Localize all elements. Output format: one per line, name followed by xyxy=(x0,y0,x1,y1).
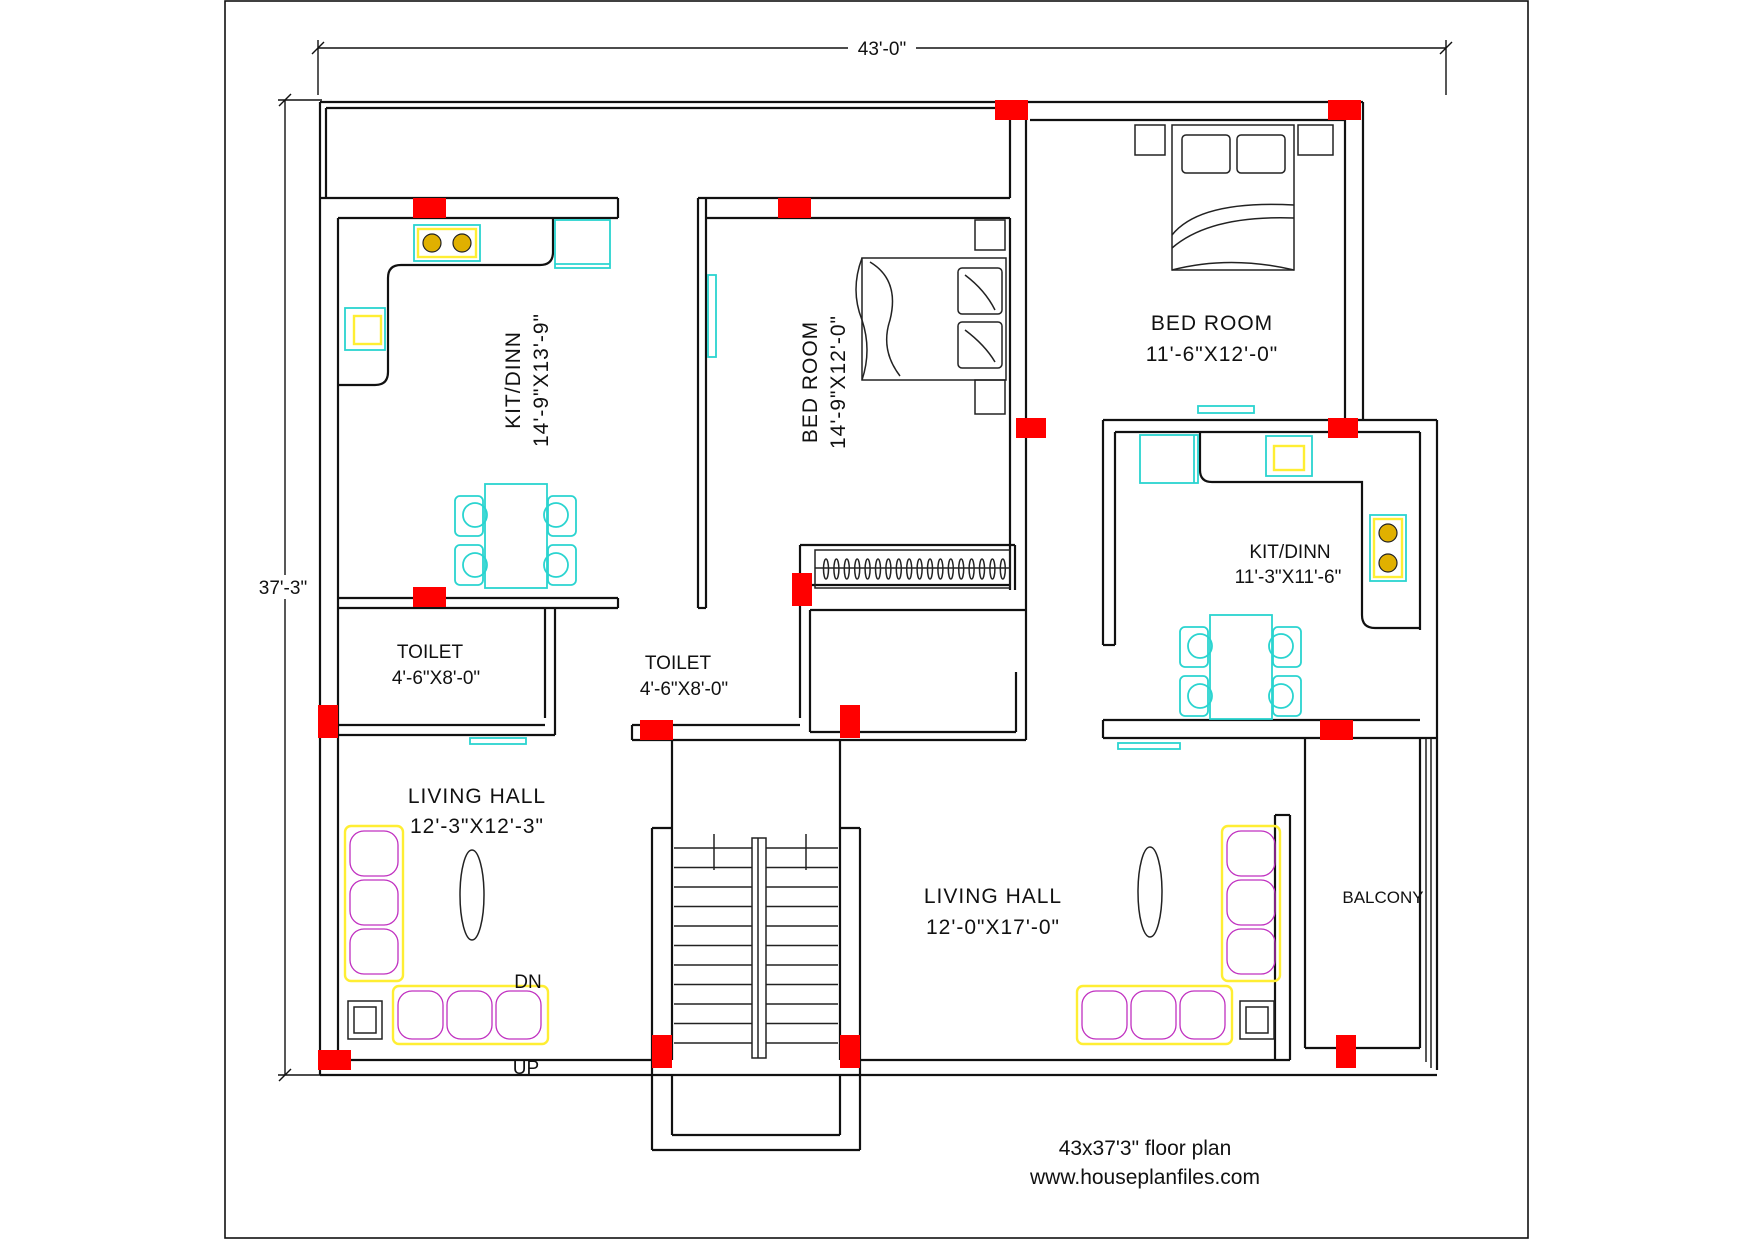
hanger xyxy=(978,558,986,580)
outer-walls xyxy=(318,100,1439,1077)
staircase xyxy=(674,834,838,1059)
hanger xyxy=(989,558,996,580)
room-size-kit-dinn-2: 11'-3"X11'-6" xyxy=(1235,567,1342,588)
stair-up-label: UP xyxy=(513,1058,539,1079)
hanger xyxy=(937,558,944,580)
dimension-width-label: 43'-0" xyxy=(858,39,906,60)
hanger xyxy=(864,558,871,580)
hanger xyxy=(947,558,955,580)
room-name-living-hall-1: LIVING HALL xyxy=(408,785,546,808)
hanger xyxy=(833,558,840,580)
bed-2-icon xyxy=(1134,124,1334,271)
stair-down-label: DN xyxy=(514,972,541,993)
side-table-1-icon xyxy=(347,1000,383,1040)
room-label-kit-dinn-1: KIT/DINN 14'-9"X13'-9" xyxy=(502,313,553,447)
stove-icon xyxy=(413,224,481,262)
window-marks xyxy=(469,274,1255,750)
fridge-2-icon xyxy=(1139,434,1199,484)
hanger xyxy=(916,558,923,580)
dimension-depth-label: 37'-3" xyxy=(259,578,307,599)
room-name: KIT/DINN xyxy=(502,331,525,429)
hanger xyxy=(905,558,913,580)
hanger xyxy=(885,558,892,580)
hanger xyxy=(926,558,934,580)
room-name-bed-room-2: BED ROOM xyxy=(1151,312,1273,335)
room-label-bed-room-1: BED ROOM 14'-9"X12'-0" xyxy=(799,315,850,449)
room-name: BED ROOM xyxy=(799,321,822,443)
sheet-border xyxy=(224,0,1529,1239)
side-table-2-icon xyxy=(1239,1000,1275,1040)
room-size: 14'-9"X13'-9" xyxy=(530,313,553,447)
hanger xyxy=(853,558,861,580)
bed-1-icon xyxy=(855,219,1007,415)
dining-table-icon xyxy=(454,483,577,589)
hanger xyxy=(895,558,903,580)
stove-2-icon xyxy=(1369,514,1407,582)
coffee-table-2-icon xyxy=(1137,846,1163,938)
plan-caption: 43x37'3" floor plan xyxy=(1059,1137,1232,1160)
coffee-table-1-icon xyxy=(459,849,485,941)
dining-table-2-icon xyxy=(1179,614,1302,720)
kitchen-1-counter xyxy=(338,218,555,387)
room-size-bed-room-2: 11'-6"X12'-0" xyxy=(1146,343,1278,366)
room-name-toilet-1: TOILET xyxy=(397,642,464,663)
hanger xyxy=(999,558,1007,580)
room-size-living-hall-2: 12'-0"X17'-0" xyxy=(926,916,1060,939)
website-url: www.houseplanfiles.com xyxy=(1029,1166,1260,1189)
sofa-1-icon xyxy=(343,824,550,1046)
wardrobe-icon xyxy=(814,549,1011,589)
columns xyxy=(318,100,1361,1070)
room-size: 14'-9"X12'-0" xyxy=(827,315,850,449)
sink-icon xyxy=(344,307,386,351)
hanger xyxy=(968,558,975,580)
room-size-living-hall-1: 12'-3"X12'-3" xyxy=(410,815,544,838)
kitchen-2-counter xyxy=(1198,432,1420,630)
interior-walls xyxy=(338,543,1437,1152)
room-name-toilet-2: TOILET xyxy=(645,653,712,674)
fridge-icon xyxy=(554,219,611,269)
room-size-toilet-2: 4'-6"X8'-0" xyxy=(640,679,728,700)
hanger xyxy=(957,558,965,580)
hanger xyxy=(874,558,882,580)
room-name-living-hall-2: LIVING HALL xyxy=(924,885,1062,908)
hanger xyxy=(843,558,851,580)
sofa-2-icon xyxy=(1075,824,1282,1046)
room-name-kit-dinn-2: KIT/DINN xyxy=(1249,542,1330,563)
sink-2-icon xyxy=(1265,435,1313,477)
hanger xyxy=(822,558,830,580)
room-name-balcony: BALCONY xyxy=(1342,888,1423,907)
room-size-toilet-1: 4'-6"X8'-0" xyxy=(392,668,480,689)
